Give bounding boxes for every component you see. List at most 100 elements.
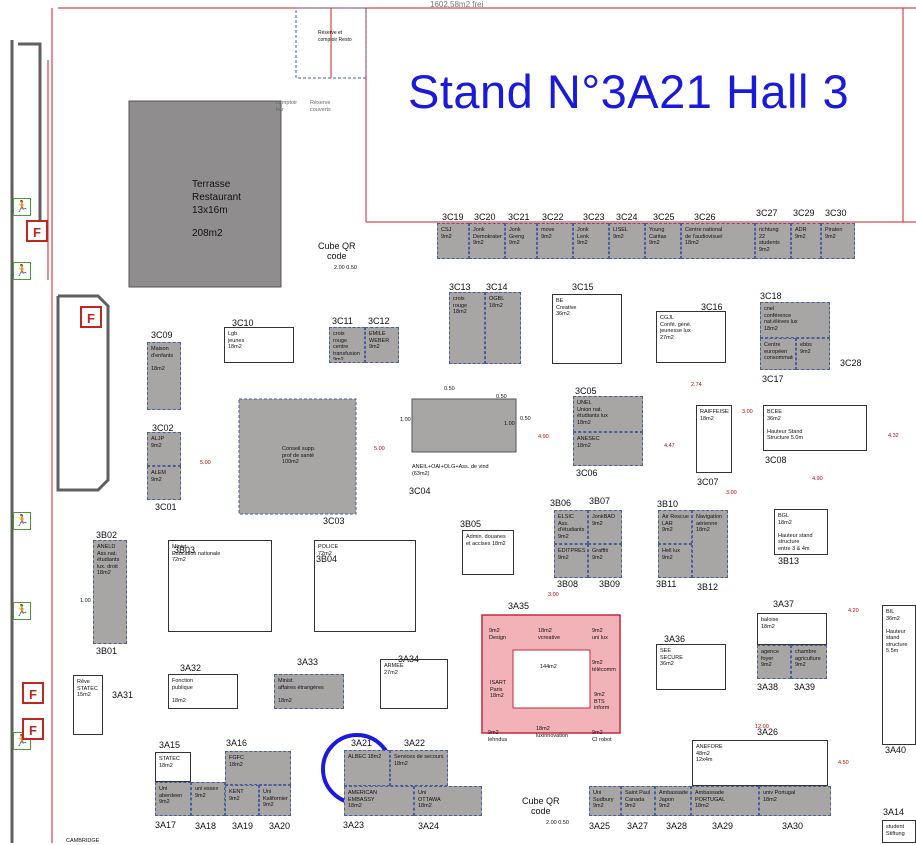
stand-3A21: ALBEC 18m2 bbox=[344, 750, 390, 786]
stand-number-3B09: 3B09 bbox=[599, 579, 621, 589]
stand-3A32: Fonction publique 18m2 bbox=[168, 674, 238, 709]
stand-3C06-text: ANESEC 18m2 bbox=[577, 436, 600, 449]
stand-number-3C02: 3C02 bbox=[152, 423, 174, 433]
stand-3B13-text: BGL 18m2 Hauteur stand structure entre 3… bbox=[778, 513, 813, 552]
stand-number-3C12: 3C12 bbox=[368, 316, 390, 326]
stand-3B12: Navigation aérienne 18m2 bbox=[692, 510, 728, 578]
stand-3C14-text: OGBL 18m2 bbox=[489, 296, 505, 309]
stand-3A16: FGFC 18m2 bbox=[225, 751, 291, 785]
qr-cube-bottom-dims: 2.00 0.50 bbox=[546, 820, 569, 826]
stand-3B11-text: Hell lux 9m2 bbox=[662, 548, 681, 561]
stand-3A29-text: Ambassade PORTUGAL 18m2 bbox=[695, 790, 726, 809]
stand-3C13-text: croix rouge 18m2 bbox=[453, 296, 468, 315]
stand-number-3A26: 3A26 bbox=[757, 727, 779, 737]
stand-3A25: Uni Sudbury 9m2 bbox=[589, 786, 621, 816]
stand-3B03-text: Minist. Education nationale 72m2 bbox=[172, 544, 221, 563]
stand-3C19-text: CSJ 9m2 bbox=[441, 227, 452, 240]
left-structure bbox=[10, 40, 110, 843]
stand-3A37-text: baloise 18m2 bbox=[761, 617, 779, 630]
stand-number-3C27: 3C27 bbox=[756, 208, 778, 218]
stand-3A20-text: Uni Kalifornien 9m2 bbox=[263, 789, 288, 808]
stand-3C18-text: cnel conférence nat.élèves lux 18m2 bbox=[764, 306, 798, 332]
stand-3B09-text: Graffiti 9m2 bbox=[592, 548, 609, 561]
stand-3A36: SEE SECURE 36m2 bbox=[656, 644, 726, 690]
stand-number-3A14: 3A14 bbox=[883, 807, 905, 817]
stand-number-3B10: 3B10 bbox=[657, 499, 679, 509]
stand-number-3C09: 3C09 bbox=[151, 330, 173, 340]
stand-3C26: Centre national de l'audiovisuel 18m2 bbox=[681, 223, 755, 259]
stand-3A37: baloise 18m2 bbox=[757, 613, 827, 645]
dim-5-00-b: 5.00 bbox=[374, 446, 385, 452]
stand-number-3C21: 3C21 bbox=[508, 212, 530, 222]
dim-4-32: 4.32 bbox=[888, 433, 899, 439]
stand-number-3C18: 3C18 bbox=[760, 291, 782, 301]
fire-extinguisher-icon: F bbox=[80, 306, 102, 328]
stand-3C30: Piraten 9m2 bbox=[821, 223, 855, 259]
stand-number-3A39: 3A39 bbox=[794, 682, 816, 692]
stand-3C27-text: richtung 22 students 9m2 bbox=[759, 227, 780, 253]
stand-3A30: univ Portugal 18m2 bbox=[759, 786, 831, 816]
stand-3C05-text: UNEL Union nat. étudiants lux 18m2 bbox=[577, 400, 608, 426]
stand-3C29: ADR 9m2 bbox=[791, 223, 821, 259]
stand-number-3A23: 3A23 bbox=[343, 820, 365, 830]
stand-number-3A21: 3A21 bbox=[351, 738, 373, 748]
stand-3A27-text: Saint Paul Canada 9m2 bbox=[625, 790, 651, 809]
restaurant-size: 208m2 bbox=[192, 228, 223, 239]
stand-number-3B02: 3B02 bbox=[96, 530, 118, 540]
stand-3B04: POLICE 72m2 bbox=[314, 540, 416, 632]
fire-extinguisher-icon: F bbox=[22, 682, 44, 704]
stand-3C28: ebbs 9m2 bbox=[796, 338, 830, 370]
stand-3A19: KENT 9m2 bbox=[225, 785, 259, 816]
emergency-exit-icon: 🏃 bbox=[13, 602, 31, 620]
stand-number-3C29: 3C29 bbox=[793, 208, 815, 218]
stand-3C11: croix rouge centre transfusion 9m2 bbox=[329, 327, 365, 363]
page-title: Stand N°3A21 Hall 3 bbox=[408, 65, 850, 118]
stand-3A18: uni essex 9m2 bbox=[191, 782, 225, 816]
dim-3-00-b: 3.00 bbox=[726, 490, 737, 496]
stand-3C07-text: RAIFFEISEN 18m2 bbox=[700, 409, 729, 422]
stand-3C21-text: Jonk Greng 9m2 bbox=[509, 227, 525, 246]
stand-number-3C06: 3C06 bbox=[576, 468, 598, 478]
stand-3C24: LISEL 9m2 bbox=[609, 223, 645, 259]
stand-3C22: move 9m2 bbox=[537, 223, 573, 259]
stand-3C23-text: Jonk Lenk 9m2 bbox=[577, 227, 589, 246]
stand-number-3C13: 3C13 bbox=[449, 282, 471, 292]
stand-3A31: Rêve STATEC 15m2 bbox=[73, 675, 103, 735]
stand-3A36-text: SEE SECURE 36m2 bbox=[660, 648, 683, 667]
stand-3A38: agence foyer 9m2 bbox=[757, 645, 791, 679]
dim-0-50-b: 0.50 bbox=[496, 394, 507, 400]
dim-0-50-c: 0.50 bbox=[520, 416, 531, 422]
stand-3A25-text: Uni Sudbury 9m2 bbox=[593, 790, 614, 809]
reserve-note: Réserve couverts bbox=[310, 100, 331, 113]
stand-3B02-text: ANELD Ass.nat. étudiants lux. droit 18m2 bbox=[97, 544, 120, 576]
stand-3C15-text: BE Creative 36m2 bbox=[556, 298, 577, 317]
stand-3C10: Lgb jeunes 18m2 bbox=[224, 327, 294, 363]
stand-3C24-text: LISEL 9m2 bbox=[613, 227, 628, 240]
stand-number-3C20: 3C20 bbox=[474, 212, 496, 222]
stand-3A24-text: Uni OTTAWA 18m2 bbox=[418, 790, 441, 809]
stand-number-3C04: 3C04 bbox=[409, 486, 431, 496]
stand-number-3A40: 3A40 bbox=[885, 745, 907, 755]
stand-3A35h-text: 18m2 luxinnovation bbox=[536, 726, 569, 739]
emergency-exit-icon: 🏃 bbox=[13, 512, 31, 530]
stand-number-3B04: 3B04 bbox=[316, 554, 338, 564]
stand-3C16: CGJL Confé. géné. jeunesse lux 27m2 bbox=[656, 311, 726, 363]
stand-3A39-text: chambre agriculture 9m2 bbox=[795, 649, 821, 668]
stand-number-3A27: 3A27 bbox=[627, 821, 649, 831]
emergency-exit-icon: 🏃 bbox=[13, 198, 31, 216]
stand-3B02: ANELD Ass.nat. étudiants lux. droit 18m2 bbox=[93, 540, 127, 644]
stand-3C25-text: Young Caritas 9m2 bbox=[649, 227, 667, 246]
stand-number-3A37: 3A37 bbox=[773, 599, 795, 609]
stand-number-3C10: 3C10 bbox=[232, 318, 254, 328]
stand-3C20: Jonk Demokraten 9m2 bbox=[469, 223, 505, 259]
stand-3A15-text: STATEC 18m2 bbox=[159, 756, 180, 769]
stand-3A35b-text: 18m2 vcreative bbox=[538, 628, 561, 641]
stand-3A35g-text: 9m2 lehndus bbox=[488, 730, 508, 743]
stand-3C09-text: Maison d'enfants 18m2 bbox=[151, 346, 174, 372]
stand-3A21-text: ALBEC 18m2 bbox=[348, 754, 382, 760]
stand-3C17: Centre européen consommateurs bbox=[760, 338, 796, 370]
reserve-label: Réserve et comptoir Resto bbox=[318, 30, 352, 43]
stand-3A28-text: Ambassade Japon 9m2 bbox=[659, 790, 688, 809]
stand-number-3C25: 3C25 bbox=[653, 212, 675, 222]
